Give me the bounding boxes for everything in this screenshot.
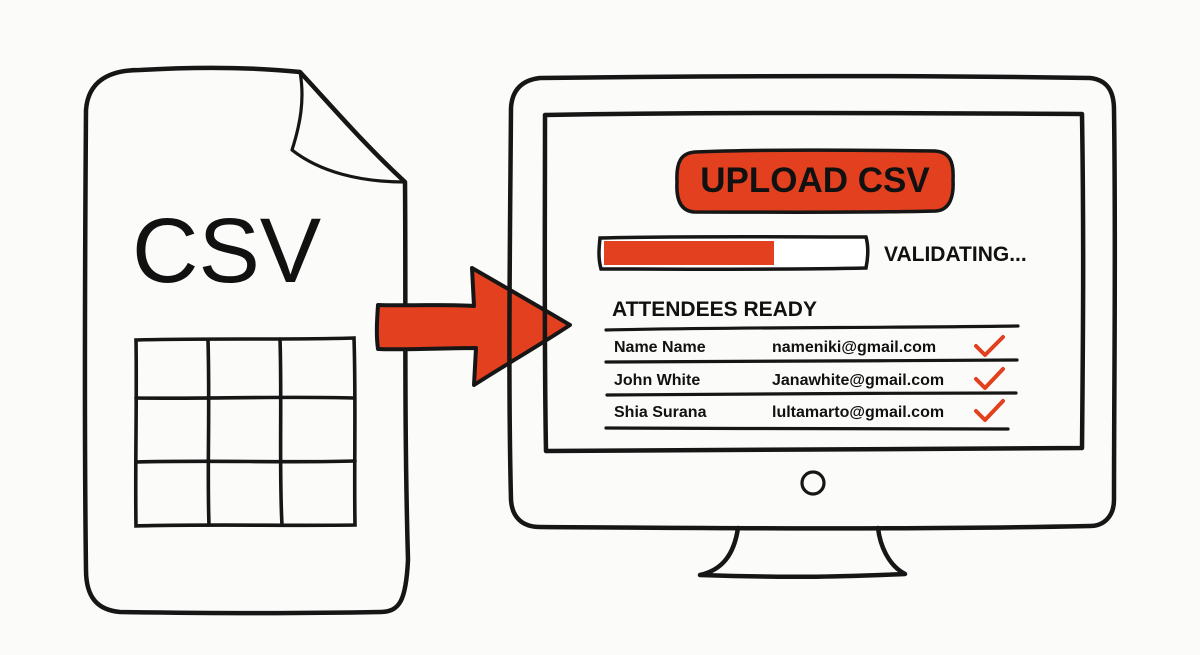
grid-outline bbox=[133, 336, 357, 528]
power-button[interactable] bbox=[800, 470, 826, 496]
table-row: Shia Surana lultamarto@gmail.com bbox=[614, 399, 1005, 422]
monitor-stand bbox=[697, 525, 908, 580]
upload-csv-button[interactable]: UPLOAD CSV bbox=[675, 148, 955, 214]
table-divider bbox=[604, 358, 1019, 364]
spreadsheet-grid-icon bbox=[133, 336, 357, 528]
attendee-email: lultamarto@gmail.com bbox=[772, 404, 944, 421]
upload-button-shape[interactable] bbox=[675, 148, 955, 214]
attendee-name: John White bbox=[614, 372, 700, 389]
file-outline bbox=[82, 65, 411, 616]
validation-progress: VALIDATING... bbox=[597, 235, 1027, 271]
file-type-label: CSV bbox=[132, 200, 321, 302]
attendee-name: Name Name bbox=[614, 339, 706, 356]
grid-col-line bbox=[278, 337, 284, 527]
progress-status-text: VALIDATING... bbox=[884, 243, 1027, 266]
monitor-screen bbox=[542, 110, 1086, 454]
progress-bar-fill bbox=[604, 241, 774, 265]
check-icon bbox=[974, 335, 1005, 357]
check-icon bbox=[974, 399, 1005, 422]
csv-file-icon: CSV bbox=[82, 65, 411, 616]
attendees-list-title: ATTENDEES READY bbox=[612, 298, 817, 321]
attendee-email: nameniki@gmail.com bbox=[772, 339, 936, 356]
grid-col-line bbox=[206, 338, 211, 527]
table-divider bbox=[604, 324, 1020, 332]
arrow-right-icon bbox=[374, 266, 572, 387]
attendee-name: Shia Surana bbox=[614, 404, 707, 421]
monitor-bezel bbox=[507, 73, 1118, 531]
table-row: Name Name nameniki@gmail.com bbox=[614, 335, 1005, 357]
upload-button-label[interactable]: UPLOAD CSV bbox=[700, 161, 930, 200]
attendee-table: Name Name nameniki@gmail.com John White … bbox=[604, 324, 1020, 431]
table-divider bbox=[604, 426, 1010, 431]
grid-row-line bbox=[134, 395, 356, 401]
check-icon bbox=[974, 367, 1005, 390]
file-corner-fold bbox=[290, 70, 407, 184]
attendee-email: Janawhite@gmail.com bbox=[772, 372, 944, 389]
grid-row-line bbox=[134, 459, 357, 464]
table-divider bbox=[605, 391, 1018, 397]
table-row: John White Janawhite@gmail.com bbox=[614, 367, 1005, 390]
monitor bbox=[507, 73, 1118, 580]
